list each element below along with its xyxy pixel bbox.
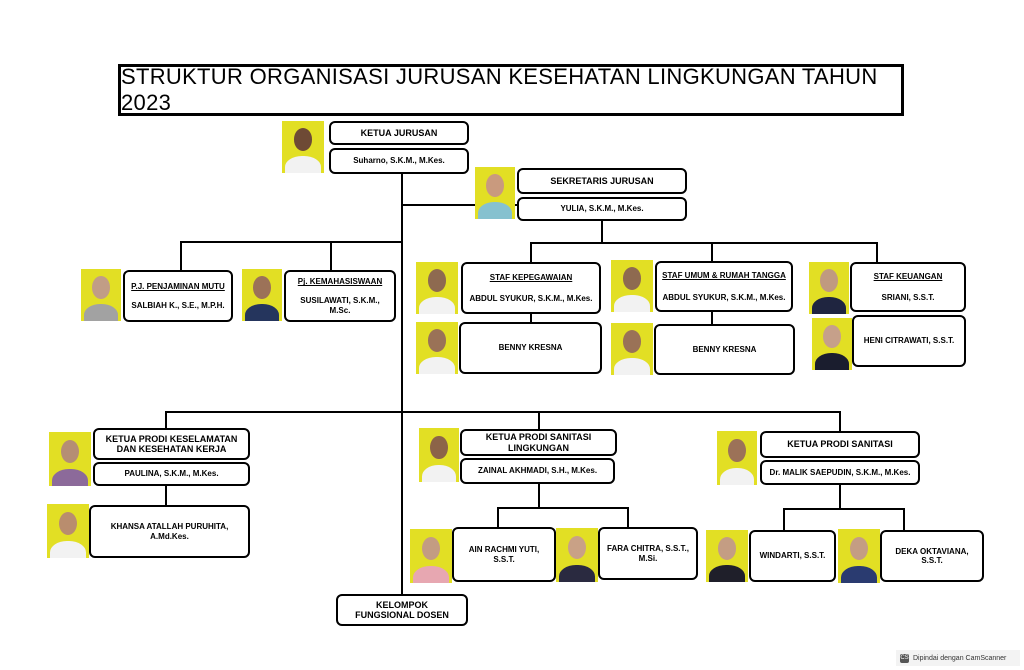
staf-keuangan-name2: HENI CITRAWATI, S.S.T. <box>852 315 966 367</box>
photo-staf-umum-2 <box>611 323 653 375</box>
sekretaris-role: SEKRETARIS JURUSAN <box>517 168 687 194</box>
prodi-sanling-name: ZAINAL AKHMADI, S.H., M.Kes. <box>460 458 615 484</box>
pj-kemahasiswaan-name: SUSILAWATI, S.K.M., M.Sc. <box>300 296 380 315</box>
ketua-jurusan-role: KETUA JURUSAN <box>329 121 469 145</box>
connector-staf-umum <box>711 242 713 262</box>
photo-staf-kepegawaian-2 <box>416 322 458 374</box>
connector-sekretaris-down <box>601 221 603 243</box>
photo-staf-umum-1 <box>611 260 653 312</box>
connector-sanling-bar <box>497 507 629 509</box>
staf-umum-name: ABDUL SYUKUR, S.K.M., M.Kes. <box>662 292 786 302</box>
connector-sanitasi-bar <box>783 508 905 510</box>
staf-kepegawaian-box: STAF KEPEGAWAIAN ABDUL SYUKUR, S.K.M., M… <box>461 262 601 314</box>
prodi-k3-name: PAULINA, S.K.M., M.Kes. <box>93 462 250 486</box>
connector-sanitasi-down <box>839 485 841 509</box>
photo-prodi-sanling <box>419 428 459 482</box>
camscanner-text: Dipindai dengan CamScanner <box>913 654 1007 662</box>
photo-staf-keuangan-1 <box>809 262 849 314</box>
connector-pj-bar <box>180 241 402 243</box>
prodi-sanitasi-staff1: WINDARTI, S.S.T. <box>749 530 836 582</box>
photo-prodi-k3 <box>49 432 91 486</box>
camscanner-logo-icon: CS <box>900 653 909 663</box>
staf-keuangan-name: SRIANI, S.S.T. <box>881 293 935 302</box>
connector-k3-staff <box>165 486 167 506</box>
staf-kepegawaian-name2: BENNY KRESNA <box>459 322 602 374</box>
connector-pj-mutu <box>180 241 182 271</box>
connector-kepegawaian-pair <box>530 314 532 322</box>
pj-kemahasiswaan-box: Pj. KEMAHASISWAAN SUSILAWATI, S.K.M., M.… <box>284 270 396 322</box>
prodi-sanitasi-role: KETUA PRODI SANITASI <box>760 431 920 458</box>
photo-sanling-staff2 <box>556 528 598 582</box>
pj-mutu-name: SALBIAH K., S.E., M.P.H. <box>131 301 225 310</box>
chart-title: STRUKTUR ORGANISASI JURUSAN KESEHATAN LI… <box>118 64 904 116</box>
connector-staf-bar <box>530 242 878 244</box>
connector-prodi-sanitasi <box>839 411 841 431</box>
connector-sanitasi-right <box>903 508 905 530</box>
prodi-sanitasi-staff2: DEKA OKTAVIANA, S.S.T. <box>880 530 984 582</box>
connector-sanling-left <box>497 507 499 527</box>
connector-sanitasi-left <box>783 508 785 530</box>
sekretaris-name: YULIA, S.K.M., M.Kes. <box>517 197 687 221</box>
photo-pj-kemahasiswaan <box>242 269 282 321</box>
staf-kepegawaian-role: STAF KEPEGAWAIAN <box>489 272 573 282</box>
connector-prodi-bar <box>165 411 841 413</box>
photo-prodi-k3-staff <box>47 504 89 558</box>
photo-sanitasi-staff2 <box>838 529 880 583</box>
photo-sanitasi-staff1 <box>706 530 748 582</box>
photo-prodi-sanitasi <box>717 431 757 485</box>
staf-kepegawaian-name: ABDUL SYUKUR, S.K.M., M.Kes. <box>469 294 593 303</box>
connector-pj-kemahasiswaan <box>330 241 332 271</box>
prodi-sanling-staff2: FARA CHITRA, S.S.T., M.Si. <box>598 527 698 580</box>
fungsional-box: KELOMPOK FUNGSIONAL DOSEN <box>336 594 468 626</box>
camscanner-watermark: CS Dipindai dengan CamScanner <box>896 650 1020 666</box>
connector-prodi-sanling <box>538 411 540 429</box>
connector-staf-keuangan <box>876 242 878 262</box>
prodi-sanitasi-name: Dr. MALIK SAEPUDIN, S.K.M., M.Kes. <box>760 460 920 485</box>
connector-main-trunk <box>401 174 403 594</box>
staf-umum-box: STAF UMUM & RUMAH TANGGA ABDUL SYUKUR, S… <box>655 261 793 312</box>
photo-staf-keuangan-2 <box>812 318 852 370</box>
staf-keuangan-role: STAF KEUANGAN <box>873 271 943 281</box>
connector-sanling-down <box>538 484 540 508</box>
photo-ketua-jurusan <box>282 121 324 173</box>
staf-umum-name2: BENNY KRESNA <box>654 324 795 375</box>
photo-pj-mutu <box>81 269 121 321</box>
ketua-jurusan-name: Suharno, S.K.M., M.Kes. <box>329 148 469 174</box>
staf-keuangan-box: STAF KEUANGAN SRIANI, S.S.T. <box>850 262 966 312</box>
photo-staf-kepegawaian-1 <box>416 262 458 314</box>
photo-sekretaris <box>475 167 515 219</box>
pj-mutu-box: P.J. PENJAMINAN MUTU SALBIAH K., S.E., M… <box>123 270 233 322</box>
connector-sekretaris <box>401 204 517 206</box>
pj-kemahasiswaan-role: Pj. KEMAHASISWAAN <box>297 277 383 287</box>
pj-mutu-role: P.J. PENJAMINAN MUTU <box>131 281 225 291</box>
prodi-sanling-role: KETUA PRODI SANITASI LINGKUNGAN <box>460 429 617 456</box>
connector-umum-pair <box>711 312 713 324</box>
prodi-k3-staff: KHANSA ATALLAH PURUHITA, A.Md.Kes. <box>89 505 250 558</box>
prodi-sanling-staff1: AIN RACHMI YUTI, S.S.T. <box>452 527 556 582</box>
prodi-k3-role: KETUA PRODI KESELAMATAN DAN KESEHATAN KE… <box>93 428 250 460</box>
connector-prodi-k3 <box>165 411 167 429</box>
photo-sanling-staff1 <box>410 529 452 583</box>
connector-staf-kepegawaian <box>530 242 532 262</box>
connector-sanling-right <box>627 507 629 527</box>
staf-umum-role: STAF UMUM & RUMAH TANGGA <box>662 271 786 281</box>
